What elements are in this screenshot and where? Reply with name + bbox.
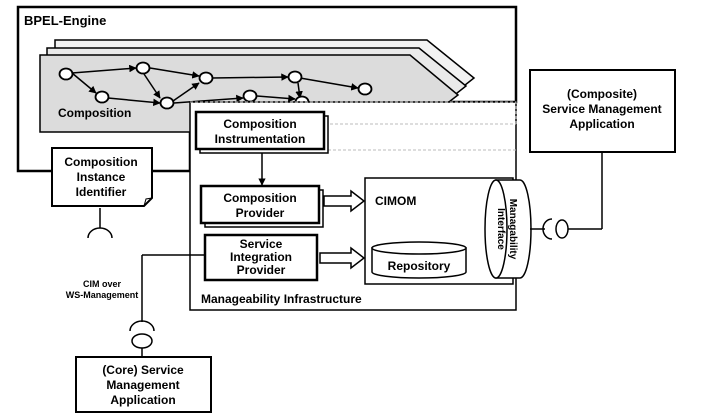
composition-provider-line1: Composition xyxy=(223,191,296,205)
core-app-line2: Management xyxy=(106,378,179,392)
composition-instrumentation-line2: Instrumentation xyxy=(215,132,306,146)
composite-app-line1: (Composite) xyxy=(567,87,637,101)
service-integration-provider-line2: Integration xyxy=(230,250,292,264)
repository-cylinder: Repository xyxy=(371,241,467,279)
bpel-engine-title: BPEL-Engine xyxy=(24,13,106,28)
workflow-node xyxy=(94,90,110,104)
protocol-line1: CIM over xyxy=(83,279,122,289)
composition-instance-identifier-line1: Composition xyxy=(64,155,137,169)
manageability-infrastructure-label: Manageability Infrastructure xyxy=(201,292,362,306)
composite-interface-connector xyxy=(530,152,603,240)
composition-instrumentation-line1: Composition xyxy=(223,117,296,131)
composition-provider-box: Composition Provider xyxy=(199,184,324,228)
service-integration-provider-line1: Service xyxy=(240,237,283,251)
core-app-box: (Core) Service Management Application xyxy=(75,356,212,413)
protocol-line2: WS-Management xyxy=(66,290,139,300)
composite-app-box: (Composite) Service Management Applicati… xyxy=(529,69,676,153)
manageability-interface-line1: Managability xyxy=(507,199,518,260)
core-app-line1: (Core) Service xyxy=(102,363,184,377)
composite-app-line2: Service Management xyxy=(542,102,661,116)
composition-instance-identifier: Composition Instance Identifier xyxy=(51,147,190,239)
workflow-node xyxy=(357,82,373,96)
composition-instrumentation-box: Composition Instrumentation xyxy=(194,110,329,154)
service-integration-provider-line3: Provider xyxy=(237,263,286,277)
cimom-label: CIMOM xyxy=(375,194,416,208)
workflow-node xyxy=(198,71,214,85)
composition-provider-line2: Provider xyxy=(236,206,285,220)
manageability-interface-line2: Interface xyxy=(495,208,506,250)
integration-to-cimom-arrow xyxy=(319,246,366,270)
composition-instance-identifier-line2: Instance xyxy=(77,170,126,184)
core-interface-connector xyxy=(129,254,205,357)
workflow-node xyxy=(135,61,151,75)
workflow-graph xyxy=(71,64,359,107)
composition-label: Composition xyxy=(58,106,131,120)
repository-label: Repository xyxy=(388,259,451,273)
provider-to-cimom-arrow xyxy=(323,189,366,213)
composition-instance-identifier-line3: Identifier xyxy=(76,185,127,199)
workflow-node xyxy=(242,89,258,103)
manageability-interface: Managability Interface xyxy=(484,179,532,279)
workflow-node xyxy=(159,96,175,110)
workflow-node xyxy=(58,67,74,81)
workflow-node xyxy=(287,70,303,84)
service-integration-provider-box: Service Integration Provider xyxy=(203,233,319,282)
core-app-line3: Application xyxy=(110,393,175,407)
composite-app-line3: Application xyxy=(569,117,634,131)
